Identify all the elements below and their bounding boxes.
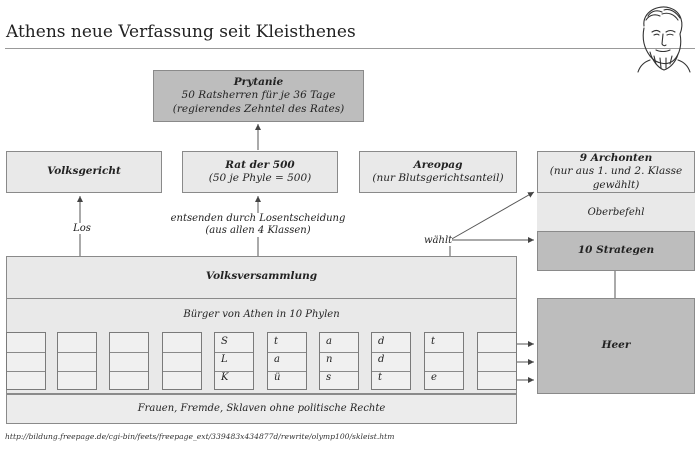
- phyle-letter: d: [378, 354, 385, 365]
- entsenden-line2: (aus allen 4 Klassen): [205, 225, 311, 236]
- phyle-divider: [320, 371, 358, 372]
- phyle-box: [6, 332, 46, 390]
- kleisthenes-portrait: [637, 6, 691, 73]
- volksgericht-title: Volksgericht: [47, 165, 121, 178]
- heer-title: Heer: [601, 339, 631, 352]
- phyle-box: [319, 332, 359, 390]
- phyle-letter: a: [274, 354, 280, 365]
- phyle-box: [162, 332, 202, 390]
- areopag-title: Areopag: [413, 158, 463, 171]
- phyle-letter: s: [326, 372, 332, 383]
- source-url: http://bildung.freepage.de/cgi-bin/feets…: [5, 432, 395, 441]
- phyle-divider: [320, 352, 358, 353]
- rat-sub: (50 je Phyle = 500): [208, 172, 312, 184]
- phyle-letter: t: [378, 372, 383, 383]
- phyle-box: [214, 332, 254, 390]
- prytanie-box: Prytanie 50 Ratsherren für je 36 Tage (r…: [153, 70, 364, 122]
- phyle-divider: [372, 352, 410, 353]
- phyle-letter: ü: [274, 372, 281, 383]
- strategen-box: 10 Strategen: [537, 231, 695, 271]
- page-title: Athens neue Verfassung seit Kleisthenes: [6, 22, 356, 42]
- phyle-box: [477, 332, 517, 390]
- phyle-divider: [478, 352, 516, 353]
- phyle-divider: [478, 371, 516, 372]
- phyle-divider: [163, 352, 201, 353]
- archonten-title: 9 Archonten: [579, 152, 653, 165]
- strategen-title: 10 Strategen: [577, 244, 655, 257]
- phyle-letter: K: [221, 372, 229, 383]
- areopag-sub: (nur Blutsgerichtsanteil): [372, 172, 504, 184]
- areopag-box: Areopag (nur Blutsgerichtsanteil): [359, 151, 517, 193]
- rat-box: Rat der 500 (50 je Phyle = 500): [182, 151, 338, 193]
- archonten-sub: (nur aus 1. und 2. Klasse gewählt): [549, 165, 683, 191]
- phyle-divider: [7, 371, 45, 372]
- volksgericht-box: Volksgericht: [6, 151, 162, 193]
- entsenden-line1: entsenden durch Losentscheidung: [170, 213, 346, 224]
- phyle-divider: [268, 371, 306, 372]
- rat-title: Rat der 500: [225, 158, 295, 171]
- phyle-divider: [425, 371, 463, 372]
- entsenden-label: entsenden durch Losentscheidung (aus all…: [170, 213, 346, 237]
- heer-box: Heer: [537, 298, 695, 394]
- title-rule: [5, 48, 695, 49]
- buerger-label: Bürger von Athen in 10 Phylen: [183, 309, 340, 320]
- oberbefehl-band: [537, 193, 695, 231]
- archonten-box: 9 Archonten (nur aus 1. und 2. Klasse ge…: [537, 151, 695, 193]
- phyle-divider: [58, 352, 96, 353]
- phyle-letter: e: [431, 372, 437, 383]
- phyle-letter: t: [431, 336, 436, 347]
- frauen-label: Frauen, Fremde, Sklaven ohne politische …: [137, 403, 386, 414]
- phyle-divider: [110, 371, 148, 372]
- waehlt-archonten-arrow: [449, 191, 535, 241]
- phyle-divider: [7, 352, 45, 353]
- prytanie-line2: (regierendes Zehntel des Rates): [172, 102, 345, 115]
- phyle-divider: [215, 352, 253, 353]
- phyle-divider: [58, 371, 96, 372]
- phyle-divider: [215, 371, 253, 372]
- phyle-divider: [425, 352, 463, 353]
- phyle-box: [109, 332, 149, 390]
- phyle-divider: [163, 371, 201, 372]
- phyle-box: [424, 332, 464, 390]
- phyle-letter: t: [274, 336, 279, 347]
- oberbefehl-label: Oberbefehl: [587, 207, 645, 218]
- phyle-letter: L: [221, 354, 228, 365]
- phyle-letter: d: [378, 336, 385, 347]
- phyle-letter: n: [326, 354, 333, 365]
- prytanie-title: Prytanie: [233, 76, 284, 89]
- phyle-divider: [110, 352, 148, 353]
- phyle-box: [267, 332, 307, 390]
- volksversammlung-divider: [6, 298, 517, 299]
- phyle-letter: a: [326, 336, 332, 347]
- phyle-divider: [372, 371, 410, 372]
- los-label: Los: [70, 223, 94, 234]
- volksversammlung-title: Volksversammlung: [205, 270, 318, 282]
- phyle-letter: S: [221, 336, 228, 347]
- waehlt-label: wählt: [424, 235, 453, 246]
- phyle-divider: [268, 352, 306, 353]
- phyle-box: [371, 332, 411, 390]
- prytanie-line1: 50 Ratsherren für je 36 Tage: [181, 89, 336, 102]
- phyle-box: [57, 332, 97, 390]
- frauen-bar: [6, 394, 517, 424]
